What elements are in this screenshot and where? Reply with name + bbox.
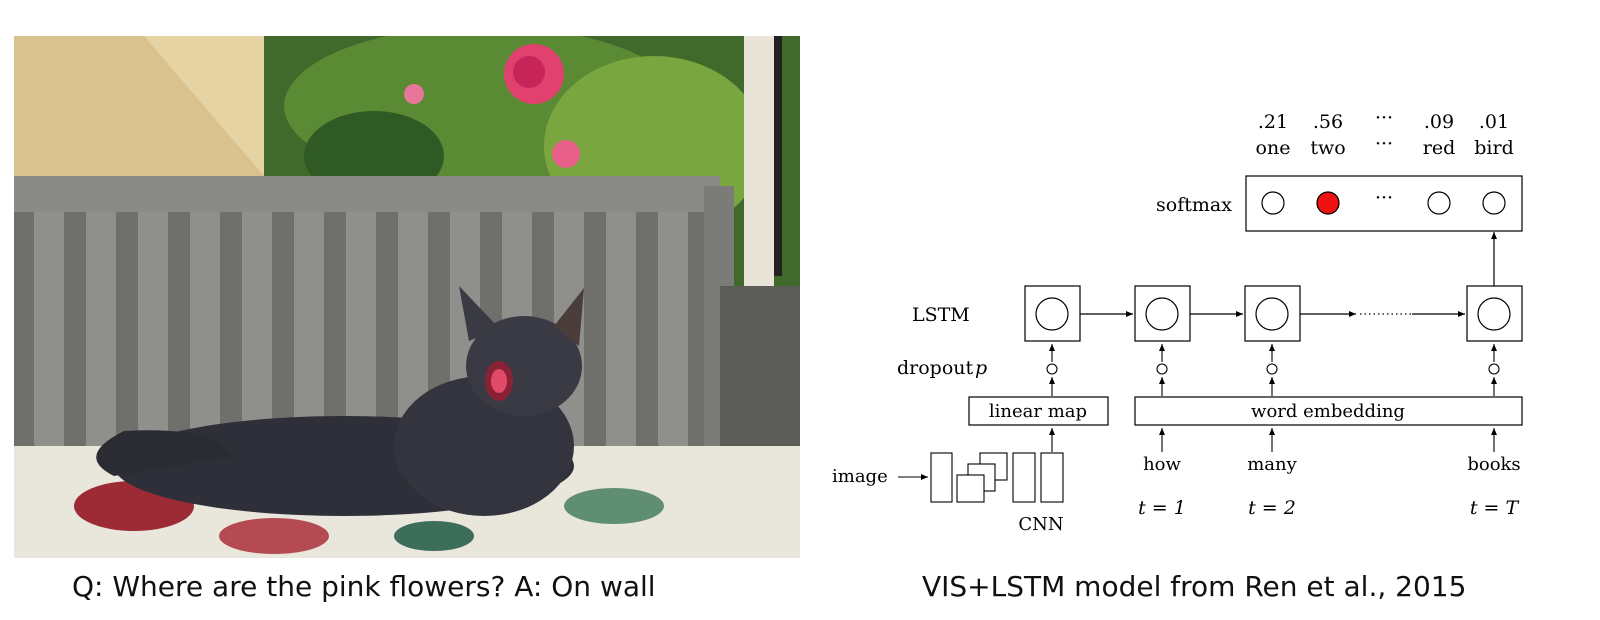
softmax-unit-one [1261, 191, 1285, 215]
cat-tail [96, 430, 234, 476]
photo-caption: Q: Where are the pink flowers? A: On wal… [72, 570, 656, 603]
diagram-caption: VIS+LSTM model from Ren et al., 2015 [922, 570, 1467, 603]
output-prob-one: .21 [1258, 111, 1288, 133]
vis-lstm-diagram: .21 .56 ··· .09 .01 one two ··· red bird… [832, 107, 1523, 535]
output-word-one: one [1256, 137, 1291, 159]
lstm-cell-image [1024, 285, 1081, 342]
pink-rose-center [513, 56, 545, 88]
cnn-layer [930, 452, 953, 503]
cat-tongue [491, 369, 507, 393]
dropout-unit [1488, 363, 1500, 375]
dropout-to-lstm-arrows [1049, 344, 1497, 362]
cushion-flower [219, 518, 329, 554]
timestep-t1: t = 1 [1138, 497, 1186, 519]
softmax-unit-red [1427, 191, 1451, 215]
lstm-cell-tT [1466, 285, 1523, 342]
cushion-leaf [394, 521, 474, 551]
lstm-unit [1145, 297, 1179, 331]
pink-rose [404, 84, 424, 104]
output-prob-red: .09 [1424, 111, 1454, 133]
linear-map-box [968, 396, 1109, 426]
output-word-ellipsis: ··· [1375, 133, 1393, 155]
lstm-unit [1255, 297, 1289, 331]
cat-photo-illustration [14, 36, 800, 558]
wall-shade [14, 36, 264, 211]
output-word-bird: bird [1474, 137, 1513, 159]
word-input-arrows [1159, 428, 1497, 452]
input-word-books: books [1467, 454, 1520, 475]
output-prob-ellipsis: ··· [1375, 107, 1393, 129]
cnn-layer [1012, 452, 1036, 503]
lstm-cell-t1 [1134, 285, 1191, 342]
output-prob-bird: .01 [1479, 111, 1509, 133]
linear-map-label: linear map [989, 401, 1087, 422]
softmax-box [1245, 175, 1523, 232]
input-word-how: how [1143, 454, 1181, 475]
cnn-layers [930, 452, 1064, 503]
output-word-two: two [1310, 137, 1345, 159]
cnn-layer [1040, 452, 1064, 503]
output-word-red: red [1423, 137, 1456, 159]
cnn-label: CNN [1018, 514, 1063, 535]
embedding-to-dropout-arrows [1049, 377, 1497, 396]
word-embedding-label: word embedding [1251, 401, 1405, 422]
output-prob-two: .56 [1313, 111, 1343, 133]
dropout-units [1046, 363, 1500, 375]
cushion-leaf [564, 488, 664, 524]
lstm-unit [1035, 297, 1069, 331]
timestep-t2: t = 2 [1248, 497, 1296, 519]
dropout-p-label: p [975, 357, 987, 379]
bench-top-rail [14, 176, 720, 212]
dropout-label: dropout [897, 357, 974, 379]
lstm-label: LSTM [912, 304, 970, 326]
pink-rose [552, 140, 580, 168]
softmax-unit-two-selected [1316, 191, 1340, 215]
timestep-tT: t = T [1470, 497, 1520, 519]
softmax-label: softmax [1156, 194, 1232, 216]
softmax-unit-bird [1482, 191, 1506, 215]
dropout-unit [1156, 363, 1168, 375]
softmax-ellipsis: ··· [1375, 187, 1393, 209]
bench-slats [34, 212, 688, 462]
image-label: image [832, 466, 888, 487]
dropout-unit [1266, 363, 1278, 375]
cnn-feature-map [956, 474, 985, 503]
cat-ear-right [554, 288, 584, 346]
dropout-unit [1046, 363, 1058, 375]
lstm-cell-t2 [1244, 285, 1301, 342]
word-embedding-box [1134, 396, 1523, 426]
cat-ear-left [459, 286, 499, 341]
swing-chain [774, 36, 782, 276]
cat-photo [14, 36, 800, 558]
input-word-many: many [1247, 454, 1297, 475]
lstm-unit [1477, 297, 1511, 331]
